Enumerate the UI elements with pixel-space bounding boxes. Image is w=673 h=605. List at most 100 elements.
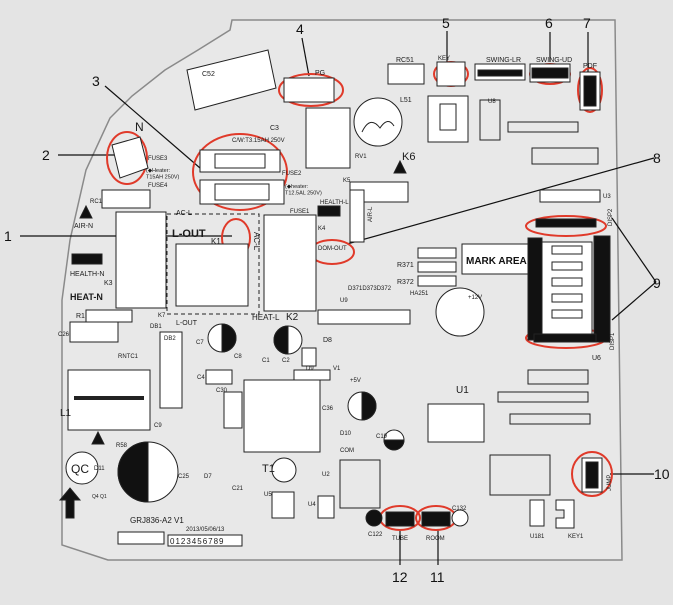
label-heater-right: (◆heater:T12.5AL 250V) [285,184,322,197]
label-db2: DB2 [164,336,176,342]
label-digits: 0123456789 [170,537,225,546]
callout-5: 5 [442,15,450,31]
label-ac-l-top: AC-L [176,210,192,217]
label-u181: U181 [530,534,545,540]
callout-10: 10 [654,466,670,482]
label-d10: D10 [340,431,352,437]
label-c7: C7 [196,340,204,346]
label-r58: R58 [116,443,128,449]
label-rc51: RC51 [396,57,414,64]
label-k4: K4 [318,226,326,232]
label-q4q1: Q4 Q1 [92,494,107,500]
label-c2: C2 [282,358,290,364]
label-k2: K2 [286,312,299,323]
label-d8: D8 [323,337,332,344]
label-health-l: HEALTH-L [320,200,349,206]
label-fuse1: FUSE1 [290,209,310,215]
label-c36: C36 [322,406,334,412]
label-fuse4: FUSE4 [148,183,168,189]
label-swing-ud: SWING-UD [536,57,572,64]
label-heater-left: (◆Heater:T15AH 250V) [146,168,179,181]
highlight-3 [192,133,288,211]
label-ac-l-mid: AC-L [252,232,261,251]
label-r1: R1 [76,313,85,320]
label-rc1: RC1 [90,199,103,205]
label-r371: R371 [397,262,414,269]
label-tube: TUBE [392,536,408,542]
label-rntc1: RNTC1 [118,354,139,360]
label-u1: U1 [456,385,469,396]
label-l-out-2: L-OUT [176,320,198,327]
label-l1: L1 [60,408,72,419]
highlight-9a [525,215,607,237]
label-key1: KEY1 [568,534,584,540]
label-fuse-rating: C/W:T3.15AH 250V [232,138,285,144]
label-k1: K1 [211,237,221,246]
label-l-out: L-OUT [172,228,206,240]
label-n: N [135,120,144,134]
highlight-2 [106,131,148,185]
label-db1: DB1 [150,324,162,330]
label-k3: K3 [104,280,113,287]
label-u8: U8 [488,99,496,105]
label-u9: U9 [340,298,348,304]
label-plus5v: +5V [350,378,361,384]
label-c9: C9 [154,423,162,429]
label-c52: C52 [202,71,215,78]
callout-1: 1 [4,228,12,244]
label-dom-out: DOM-OUT [318,246,347,252]
label-c4: C4 [197,375,205,381]
label-u4: U4 [308,502,316,508]
components [58,49,611,547]
label-d7: D7 [204,474,212,480]
label-c19: C19 [376,434,388,440]
label-c1: C1 [262,358,270,364]
label-health-n: HEALTH-N [70,271,104,278]
label-u2: U2 [322,472,330,478]
callout-7: 7 [583,15,591,31]
label-room: ROOM [426,536,445,542]
callout-9: 9 [653,275,661,291]
label-jump: JUMP [607,475,613,491]
label-c25: C25 [178,474,190,480]
label-d11: D11 [94,466,105,472]
label-fuse3: FUSE3 [148,156,168,162]
label-air-l: AIR-L [368,206,374,222]
highlight-4 [278,73,344,107]
label-model: GRJ836-A2 V1 [130,516,184,525]
highlight-10 [571,451,613,497]
label-heat-l: HEAT-L [252,313,280,322]
label-mark-area: MARK AREA [466,256,527,267]
label-k7: K7 [158,313,166,319]
label-l51: L51 [400,97,412,104]
label-c21: C21 [232,486,244,492]
label-k6: K6 [402,151,415,163]
label-r372: R372 [397,279,414,286]
callout-8: 8 [653,150,661,166]
callout-2: 2 [42,147,50,163]
label-heat-n: HEAT-N [70,292,103,302]
label-u5: U5 [264,492,272,498]
label-c132: C132 [452,506,467,512]
label-c26: C26 [58,332,70,338]
callout-12: 12 [392,569,408,585]
label-c8: C8 [234,354,242,360]
label-c122: C122 [368,532,383,538]
label-disp1: DISP1 [610,332,616,350]
label-pg: PG [315,70,325,77]
label-c30: C30 [216,388,228,394]
label-u6: U6 [592,355,601,362]
label-air-n: AIR-N [74,223,93,230]
callout-3: 3 [92,73,100,89]
label-rv1: RV1 [355,154,367,160]
label-ha251: HA251 [410,291,429,297]
label-k5: K5 [343,178,351,184]
callout-6: 6 [545,15,553,31]
label-swing-lr: SWING-LR [486,57,521,64]
label-fuse2: FUSE2 [282,171,302,177]
callout-11: 11 [430,569,445,585]
label-com: COM [340,448,354,454]
highlight-7 [577,67,603,113]
label-v1: V1 [333,366,341,372]
